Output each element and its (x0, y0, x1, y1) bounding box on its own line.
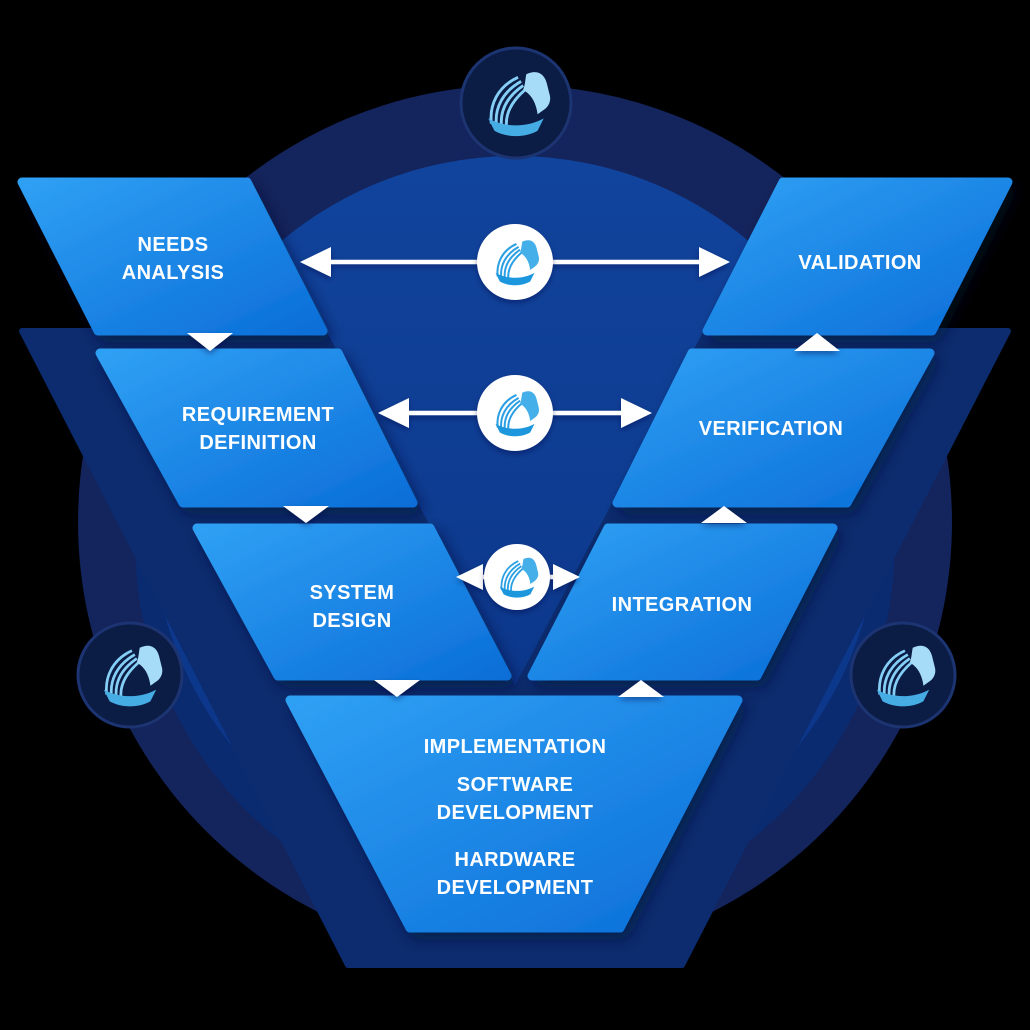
label-requirement-definition-line2: DEFINITION (199, 432, 316, 454)
arrow-head-left (378, 398, 409, 428)
panel-verification: VERIFICATION (612, 348, 935, 508)
label-needs-analysis-line2: ANALYSIS (122, 262, 225, 284)
panel-integration: INTEGRATION (527, 523, 838, 681)
arrow-head-right (553, 564, 580, 590)
label-hardware-development-line1: HARDWARE (455, 849, 576, 871)
logo-badge-middle (477, 375, 553, 451)
panel-implementation: IMPLEMENTATION SOFTWARE DEVELOPMENT HARD… (285, 695, 743, 933)
logo-medallion-top (459, 46, 573, 160)
logo-badge-top (477, 224, 553, 300)
flow-arrow-down-2 (283, 506, 329, 523)
label-software-development-line2: DEVELOPMENT (437, 802, 594, 824)
arrow-head-left (456, 564, 483, 590)
flow-arrow-down-1 (187, 333, 233, 351)
label-needs-analysis-line1: NEEDS (138, 234, 209, 256)
label-software-development-line1: SOFTWARE (457, 774, 574, 796)
flow-arrow-up-2 (701, 506, 747, 523)
panel-validation: VALIDATION (702, 177, 1013, 336)
label-hardware-development-line2: DEVELOPMENT (437, 877, 594, 899)
flow-arrow-up-1 (618, 680, 664, 697)
flow-arrow-down-3 (374, 680, 420, 697)
logo-medallion-right (849, 621, 957, 729)
flow-arrow-up-3 (794, 333, 840, 351)
label-integration: INTEGRATION (612, 594, 753, 616)
label-validation: VALIDATION (798, 252, 921, 274)
label-requirement-definition-line1: REQUIREMENT (182, 404, 334, 426)
logo-medallion-left (76, 621, 184, 729)
label-implementation: IMPLEMENTATION (424, 736, 607, 758)
label-verification: VERIFICATION (699, 418, 843, 440)
arrow-head-left (300, 247, 331, 277)
arrow-head-right (621, 398, 652, 428)
label-system-design-line2: DESIGN (312, 610, 391, 632)
logo-badge-bottom (484, 544, 550, 610)
arrow-head-right (699, 247, 730, 277)
panel-needs-analysis: NEEDS ANALYSIS (17, 177, 328, 336)
panel-system-design: SYSTEM DESIGN (192, 523, 512, 681)
panel-requirement-definition: REQUIREMENT DEFINITION (95, 348, 418, 508)
label-system-design-line1: SYSTEM (310, 582, 395, 604)
